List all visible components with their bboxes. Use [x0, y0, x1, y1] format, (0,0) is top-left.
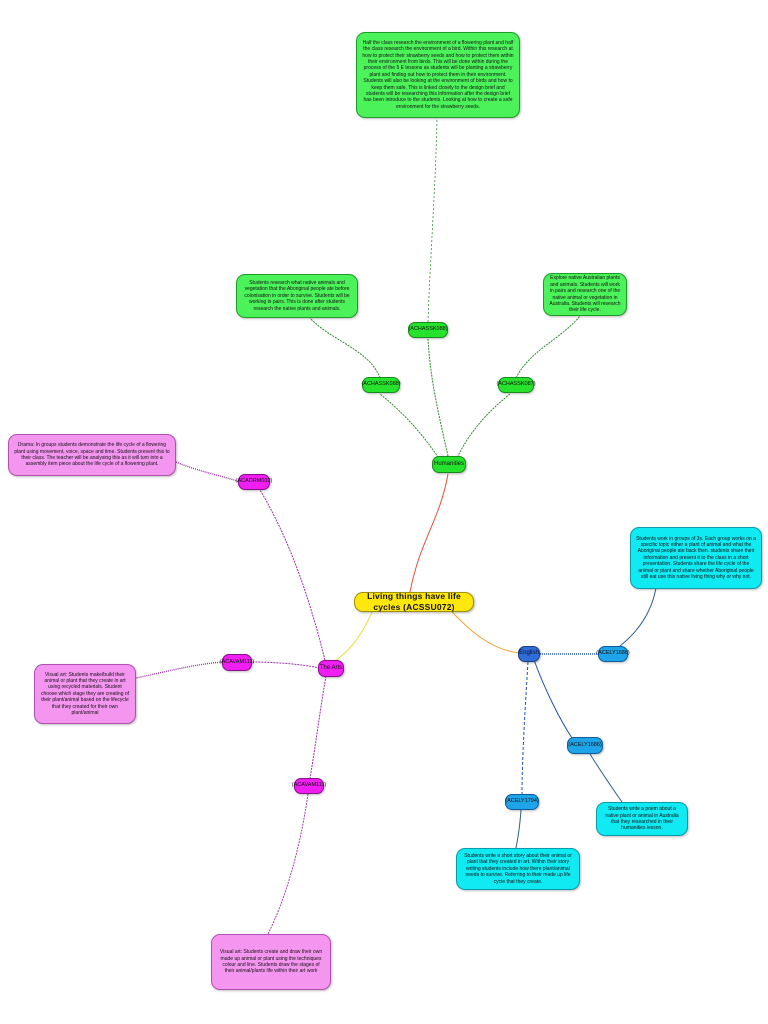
- edge-arts-code-bottom: [309, 675, 327, 779]
- edge-code-bottom-note-story: [515, 809, 522, 849]
- arts-code-middle[interactable]: (ACAVAM111): [220, 654, 254, 671]
- arts-code-bottom[interactable]: (ACAVAM111): [292, 778, 326, 794]
- english-note-poem[interactable]: Students write a poem about a native pla…: [596, 802, 688, 836]
- humanities-label: Humanities: [433, 460, 464, 467]
- central-topic-label: Living things have life cycles (ACSSU072…: [367, 591, 461, 612]
- central-topic[interactable]: Living things have life cycles (ACSSU072…: [354, 591, 474, 612]
- english-code-middle[interactable]: (ACELY1686): [567, 737, 603, 754]
- english-code-bottom[interactable]: (ACELY1794): [505, 794, 539, 810]
- humanities-node[interactable]: Humanities: [432, 456, 466, 473]
- the-arts-node[interactable]: The Arts: [318, 660, 344, 677]
- humanities-note-top[interactable]: Half the class research the environment …: [356, 32, 520, 118]
- humanities-code-middle[interactable]: (ACHASSK088): [408, 322, 448, 338]
- humanities-note-left[interactable]: Students research what native animals an…: [236, 274, 358, 318]
- edge-humanities-code-middle: [427, 337, 449, 457]
- edge-code-right-note-groups: [619, 587, 657, 647]
- arts-note-visual-make[interactable]: Visual art: Students make/build their an…: [34, 664, 136, 724]
- edge-central-arts: [332, 611, 373, 663]
- edge-arts-code-top: [259, 489, 326, 661]
- english-note-groups[interactable]: Students work in groups of 3s. Each grou…: [630, 527, 762, 589]
- arts-code-top[interactable]: (ACADRM032): [236, 474, 272, 490]
- edge-arts-code-middle: [249, 661, 321, 669]
- edge-english-code-middle: [533, 659, 573, 739]
- english-code-right[interactable]: (ACELY1688): [596, 646, 630, 662]
- english-node[interactable]: English: [518, 646, 540, 662]
- english-note-story[interactable]: Students write a short story about their…: [456, 848, 580, 890]
- english-label: English: [519, 650, 539, 657]
- edge-humanities-code-right: [455, 393, 511, 461]
- edge-code-middle-note-make: [135, 661, 223, 679]
- edge-central-humanities: [409, 473, 449, 593]
- edge-code-middle-note-top: [427, 117, 438, 323]
- edge-humanities-code-left: [379, 393, 441, 461]
- humanities-note-right[interactable]: Explore native Australian plants and ani…: [543, 273, 627, 316]
- humanities-code-left[interactable]: (ACHASSK088): [361, 377, 401, 393]
- edge-code-left-note-left: [309, 317, 381, 379]
- arts-note-visual-draw[interactable]: Visual art: Students create and draw the…: [211, 934, 331, 990]
- arts-note-drama[interactable]: Drama: In groups students demonstrate th…: [8, 434, 176, 476]
- edge-central-english: [451, 611, 521, 654]
- the-arts-label: The Arts: [319, 664, 343, 671]
- edge-english-code-bottom: [521, 661, 529, 795]
- edge-code-bottom-note-draw: [267, 793, 309, 935]
- edge-code-middle-note-poem: [589, 753, 623, 803]
- edge-code-right-note-right: [515, 315, 581, 379]
- humanities-code-right[interactable]: (ACHASSK087): [496, 377, 536, 393]
- edge-code-top-note-drama: [175, 461, 241, 483]
